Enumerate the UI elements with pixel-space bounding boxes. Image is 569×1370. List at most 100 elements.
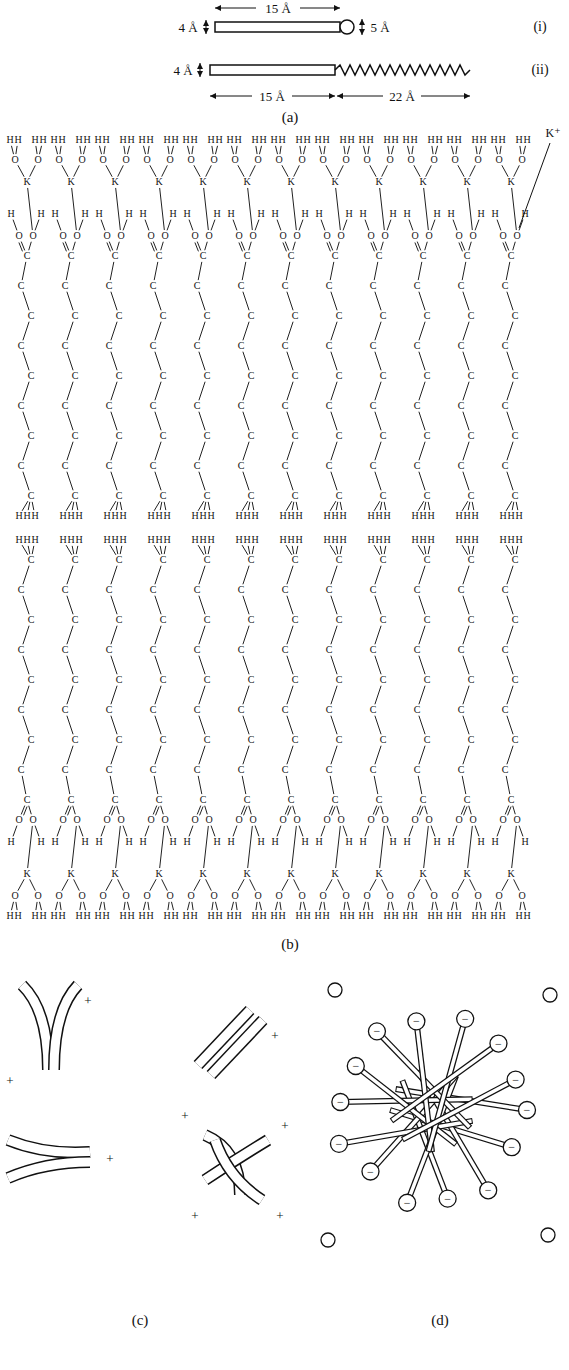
chemical-bond xyxy=(22,545,28,555)
atom-symbol: C xyxy=(292,371,299,381)
atom-symbol: K xyxy=(375,869,382,879)
chemical-bond xyxy=(67,566,73,585)
chemical-bond xyxy=(243,472,249,491)
atom-symbol: H xyxy=(226,135,233,145)
counter-ion xyxy=(541,1228,555,1242)
chemical-bond xyxy=(363,146,365,154)
atom-symbol: H xyxy=(339,535,346,545)
atom-symbol: K xyxy=(419,869,426,879)
double-bond xyxy=(332,806,336,815)
chemical-bond xyxy=(419,382,425,401)
chemical-bond xyxy=(36,902,37,910)
atom-symbol: C xyxy=(160,311,167,321)
chemical-bond xyxy=(67,472,73,491)
ribbon-fill xyxy=(8,1162,90,1178)
atom-symbol: H xyxy=(103,511,110,521)
ribbon-outline xyxy=(54,985,78,1070)
chemical-bond xyxy=(23,412,29,431)
charge-sign: − xyxy=(352,1060,359,1072)
chemical-bond xyxy=(425,806,428,815)
chemical-bond xyxy=(331,322,337,341)
chemical-bond xyxy=(300,146,301,154)
chemical-bond xyxy=(155,352,161,371)
atom-symbol: K xyxy=(463,177,470,187)
chemical-bond xyxy=(507,472,513,491)
atom-symbol: H xyxy=(207,535,214,545)
atom-symbol: O xyxy=(235,231,242,241)
chemical-bond xyxy=(419,746,425,765)
atom-symbol: H xyxy=(433,209,440,219)
chemical-bond xyxy=(382,879,388,890)
chemical-bond xyxy=(419,322,425,341)
chemical-bond xyxy=(451,146,453,154)
atom-symbol: O xyxy=(474,891,481,901)
counter-ion xyxy=(328,983,342,997)
atom-symbol: O xyxy=(293,815,300,825)
chemical-bond xyxy=(67,382,73,401)
chemical-bond xyxy=(155,292,161,311)
chemical-bond xyxy=(324,902,325,910)
atom-symbol: H xyxy=(138,135,145,145)
atom-symbol: H xyxy=(127,911,134,921)
chemical-bond xyxy=(287,686,293,705)
dimension-arrow xyxy=(206,27,207,34)
atom-symbol: O xyxy=(147,231,154,241)
atom-symbol: C xyxy=(458,401,465,411)
chemical-bond xyxy=(211,826,215,837)
ionic-head xyxy=(362,1163,379,1180)
atom-symbol: O xyxy=(386,891,393,901)
atom-symbol: H xyxy=(455,535,462,545)
atom-symbol: C xyxy=(160,431,167,441)
atom-symbol: C xyxy=(150,765,157,775)
dimension: 15 Å xyxy=(259,90,285,103)
chemical-bond xyxy=(287,472,293,491)
chemical-bond xyxy=(407,902,409,910)
soap-molecule xyxy=(428,1019,465,1152)
chemical-bond xyxy=(161,806,164,815)
atom-symbol: C xyxy=(380,431,387,441)
chemical-bond xyxy=(431,220,435,231)
chemical-bond xyxy=(507,322,513,341)
atom-symbol: C xyxy=(458,281,465,291)
chemical-bond xyxy=(500,902,501,910)
atom-symbol: C xyxy=(62,585,69,595)
chemical-bond xyxy=(30,165,36,176)
tail-outline xyxy=(340,1099,472,1102)
atom-symbol: C xyxy=(18,765,25,775)
chemical-bond xyxy=(388,902,389,910)
chemical-bond xyxy=(432,146,433,154)
chemical-bond xyxy=(463,322,469,341)
chemical-bond xyxy=(231,146,233,154)
atom-symbol: H xyxy=(347,911,354,921)
atom-symbol: C xyxy=(194,585,201,595)
chemical-bond xyxy=(18,879,24,890)
atom-symbol: H xyxy=(50,911,57,921)
chemical-bond xyxy=(363,902,365,910)
atom-symbol: H xyxy=(147,535,154,545)
chemical-bond xyxy=(106,165,112,176)
chemical-bond xyxy=(368,902,369,910)
atom-symbol: C xyxy=(512,615,519,625)
atom-symbol: H xyxy=(182,135,189,145)
atom-symbol: C xyxy=(200,795,207,805)
atom-symbol: O xyxy=(474,155,481,165)
chemical-bond xyxy=(215,902,217,910)
chemical-bond xyxy=(324,146,325,154)
chemical-bond xyxy=(243,382,249,401)
chemical-bond xyxy=(506,262,510,280)
dimension-arrow xyxy=(215,8,256,9)
atom-symbol: H xyxy=(427,135,434,145)
atom-symbol: K xyxy=(23,869,30,879)
chemical-bond xyxy=(36,146,37,154)
atom-symbol: O xyxy=(363,891,370,901)
chemical-bond xyxy=(116,826,121,868)
chemical-bond xyxy=(336,826,341,868)
chemical-bond xyxy=(463,292,469,311)
atom-symbol: C xyxy=(238,461,245,471)
charge-sign: − xyxy=(337,1096,344,1108)
chemical-bond xyxy=(168,146,169,154)
atom-symbol: O xyxy=(342,891,349,901)
atom-symbol: H xyxy=(23,535,30,545)
atom-symbol: C xyxy=(512,491,519,501)
atom-symbol: H xyxy=(171,911,178,921)
